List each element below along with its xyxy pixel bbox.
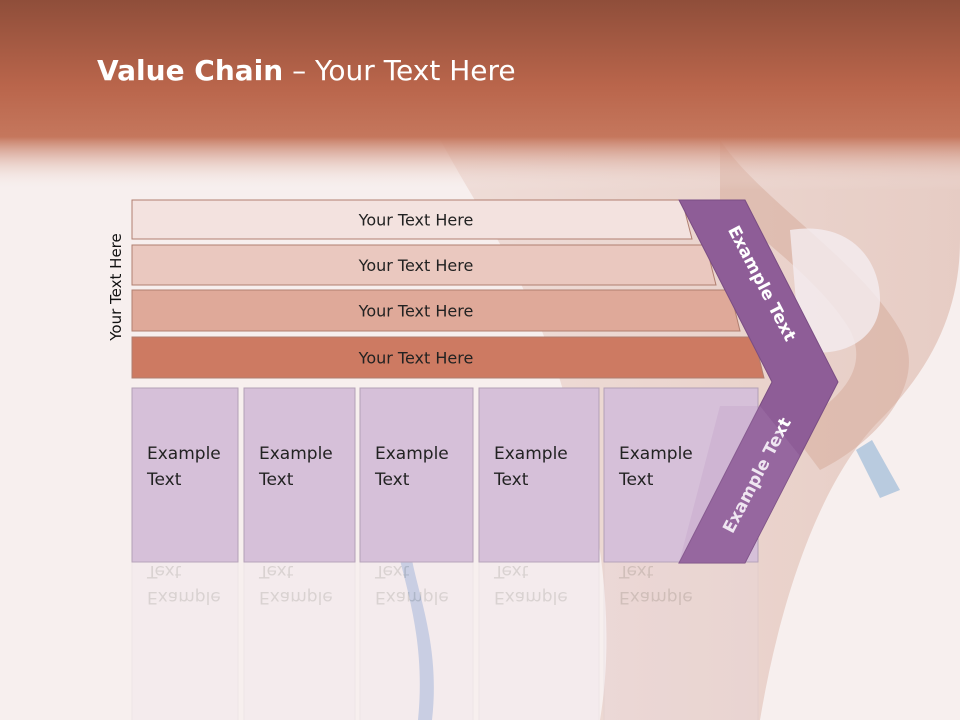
row-label: Your Text Here: [358, 302, 474, 321]
row-bar: [131, 244, 717, 286]
box-text-line2: Text: [146, 470, 182, 490]
box-text-line1: Example: [147, 444, 221, 464]
svg-text:Text: Text: [374, 561, 410, 581]
row-label: Your Text Here: [358, 349, 474, 368]
box-text-line2: Text: [374, 470, 410, 490]
svg-text:Text: Text: [618, 561, 654, 581]
chevron-shape: [678, 199, 839, 564]
box-text-line1: Example: [494, 444, 568, 464]
row-1: Your Text Here: [131, 199, 693, 240]
box-reflection: Example Text: [243, 561, 356, 720]
box-text-line2: Text: [493, 470, 529, 490]
row-label: Your Text Here: [358, 256, 474, 275]
box-rect: [478, 387, 600, 563]
svg-text:Text: Text: [258, 561, 294, 581]
row-bar: [131, 336, 765, 379]
box-rect: [131, 387, 239, 563]
box-text-line1: Example: [375, 444, 449, 464]
box-reflection: Example Text: [478, 561, 600, 720]
box-text-line1: Example: [619, 444, 693, 464]
svg-text:Example: Example: [147, 587, 221, 607]
chevron-reflection: [679, 406, 800, 563]
box-reflection: Example Text: [603, 561, 759, 720]
box-text-line2: Text: [258, 470, 294, 490]
svg-text:Example: Example: [375, 587, 449, 607]
svg-text:Text: Text: [146, 561, 182, 581]
slide-title: Value Chain – Your Text Here: [97, 54, 516, 87]
box-rect: [359, 387, 474, 563]
svg-text:Example: Example: [619, 587, 693, 607]
row-3: Your Text Here: [131, 289, 741, 332]
row-bar: [131, 289, 741, 332]
box-reflection: Example Text: [131, 561, 239, 720]
box-reflection: Example Text: [359, 561, 474, 720]
row-bar: [131, 199, 693, 240]
box-text-line2: Text: [618, 470, 654, 490]
row-label: Your Text Here: [358, 211, 474, 230]
svg-text:Text: Text: [493, 561, 529, 581]
svg-text:Example: Example: [494, 587, 568, 607]
box-text-line1: Example: [259, 444, 333, 464]
box-rect: [243, 387, 356, 563]
svg-text:Example: Example: [259, 587, 333, 607]
row-2: Your Text Here: [131, 244, 717, 286]
row-4: Your Text Here: [131, 336, 765, 379]
